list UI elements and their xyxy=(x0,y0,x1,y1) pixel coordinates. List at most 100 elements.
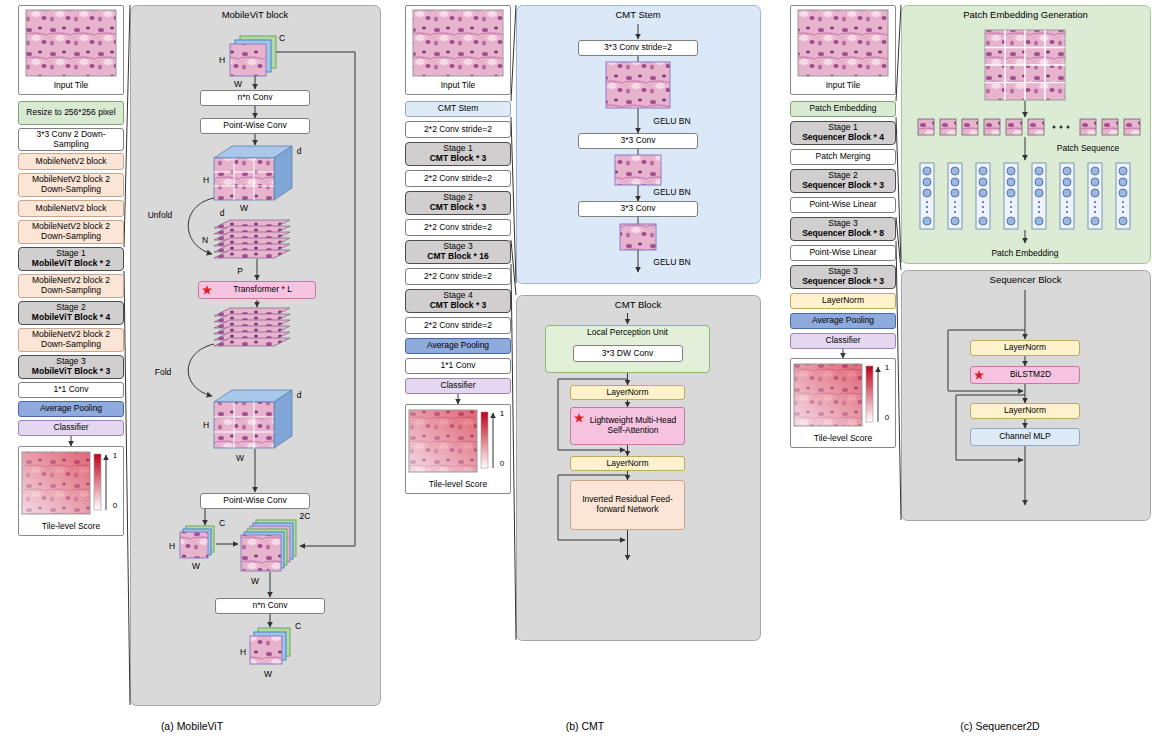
flow-arrow xyxy=(255,76,256,89)
layer-box: n*n Conv xyxy=(200,90,310,106)
feature-slice xyxy=(180,532,208,558)
stage-box: Stage 1CMT Block * 3 xyxy=(405,142,511,166)
box-label: Resize to 256*256 pixel xyxy=(26,108,115,118)
figure-label: H xyxy=(240,648,246,657)
ellipsis-dot xyxy=(1053,126,1056,129)
tissue-image xyxy=(794,364,862,426)
layer-box: Average Pooling xyxy=(405,338,511,354)
zoom-connector xyxy=(896,217,901,520)
embedding-column xyxy=(1116,163,1130,229)
patch-square xyxy=(1124,119,1140,135)
box-label: 3*3 Conv stride=2 xyxy=(604,43,672,53)
flow-arrow xyxy=(1025,230,1026,243)
flow-connector xyxy=(1025,384,1026,403)
star-mark xyxy=(974,370,984,380)
tissue-image xyxy=(413,10,503,76)
layer-box: 2*2 Conv stride=2 xyxy=(405,121,511,138)
flow-arrow xyxy=(1025,446,1026,505)
heat-overlay xyxy=(22,452,90,514)
sub-caption: (a) MobileViT xyxy=(161,721,223,732)
flow-arrow xyxy=(257,300,258,307)
box-label: 3*3 Conv xyxy=(621,136,656,146)
scale-arrow xyxy=(106,455,107,510)
box-label: Stage 2 xyxy=(56,303,85,313)
figure-label: GELU BN xyxy=(653,117,690,126)
figure-label: N xyxy=(202,236,208,245)
flow-connector xyxy=(1025,419,1026,428)
figure-label: d xyxy=(297,391,302,400)
ellipsis-dot xyxy=(1067,126,1070,129)
box-label: 2*2 Conv stride=2 xyxy=(424,321,492,331)
panel-ground xyxy=(131,6,381,706)
embedding-column xyxy=(1032,163,1046,229)
flow-arrow xyxy=(627,530,628,560)
color-bar xyxy=(481,412,488,468)
detail-panel: CMT Stem3*3 Conv stride=23*3 Conv3*3 Con… xyxy=(516,5,760,283)
embedding-column xyxy=(920,163,934,229)
box-label: Average Pooling xyxy=(812,316,874,326)
panel-title: MobileViT block xyxy=(222,10,289,21)
detail-panel: MobileViT blockn*n ConvPoint-Wise ConvTr… xyxy=(130,5,380,705)
tissue-image xyxy=(22,452,90,514)
box-label: Stage 3 xyxy=(828,219,857,229)
flow-connector xyxy=(255,106,256,118)
feature-slice xyxy=(230,44,266,76)
box-label: Point-Wise Linear xyxy=(809,248,876,258)
flow-arrow xyxy=(216,544,238,545)
box-label: n*n Conv xyxy=(253,601,288,611)
figure-label: C xyxy=(219,519,225,528)
stage-box: Stage 1MobileViT Block * 2 xyxy=(18,247,124,271)
image-tile: Input Tile xyxy=(18,5,124,95)
layer-box: MobileNetV2 block 2 Down-Sampling xyxy=(18,274,124,298)
box-label: Inverted Residual Feed-forward Network xyxy=(574,495,681,514)
layer-box: Average Pooling xyxy=(790,313,896,329)
figure-label: 0 xyxy=(113,502,117,510)
figure-label: GELU BN xyxy=(653,188,690,197)
tissue-image xyxy=(26,10,116,76)
figure-label: 1 xyxy=(885,364,889,372)
box-label: BiLSTM2D xyxy=(1010,370,1051,380)
box-label: MobileNetV2 block 2 Down-Sampling xyxy=(22,330,120,349)
stage-box: Stage 3Sequencer Block * 3 xyxy=(790,265,896,289)
box-label: MobileViT Block * 4 xyxy=(32,313,110,323)
figure-label: Patch Embedding xyxy=(991,249,1058,258)
flow-arrow xyxy=(638,250,639,272)
tissue-image xyxy=(985,30,1065,100)
cube-face xyxy=(214,402,274,448)
box-label: CMT Block * 3 xyxy=(430,301,487,311)
panel-title: Sequencer Block xyxy=(990,275,1062,286)
layer-box: Classifier xyxy=(405,378,511,394)
figure-label: H xyxy=(203,421,209,430)
figure-label: W xyxy=(264,670,272,679)
figure-label: 2C xyxy=(300,512,311,521)
box-label: CMT Block * 3 xyxy=(430,154,487,164)
box-label: 3*3 DW Conv xyxy=(602,349,654,359)
panel-ground xyxy=(902,6,1151,264)
box-label: Classifier xyxy=(441,381,476,391)
detail-panel: Sequencer BlockLayerNormBiLSTM2DLayerNor… xyxy=(901,270,1150,520)
layer-box: Patch Merging xyxy=(790,149,896,165)
box-label: MobileNetV2 block xyxy=(36,157,107,167)
panel-ground xyxy=(517,296,761,641)
flow-arrow xyxy=(1025,137,1026,160)
layer-box: MobileNetV2 block 2 Down-Sampling xyxy=(18,328,124,352)
layer-box: 3*3 Conv 2 Down-Sampling xyxy=(18,128,124,151)
flow-arrow xyxy=(627,313,628,324)
flow-connector xyxy=(458,394,459,404)
flow-connector xyxy=(1025,356,1026,366)
feature-image xyxy=(620,224,656,250)
star-mark xyxy=(574,413,584,423)
box-label: Point-Wise Conv xyxy=(223,496,286,506)
feature-slice xyxy=(250,636,282,664)
box-label: Input Tile xyxy=(441,81,476,91)
heat-overlay xyxy=(409,410,477,472)
flow-arrow xyxy=(1025,290,1026,339)
embedding-column xyxy=(1004,163,1018,229)
tissue-image xyxy=(409,410,477,472)
figure-label: Patch Sequence xyxy=(1057,144,1119,153)
star-mark xyxy=(202,285,212,295)
box-label: Stage 3 xyxy=(828,267,857,277)
patch-sheet xyxy=(214,250,290,258)
box-label: Patch Embedding xyxy=(809,104,876,114)
flow-connector xyxy=(71,436,72,446)
